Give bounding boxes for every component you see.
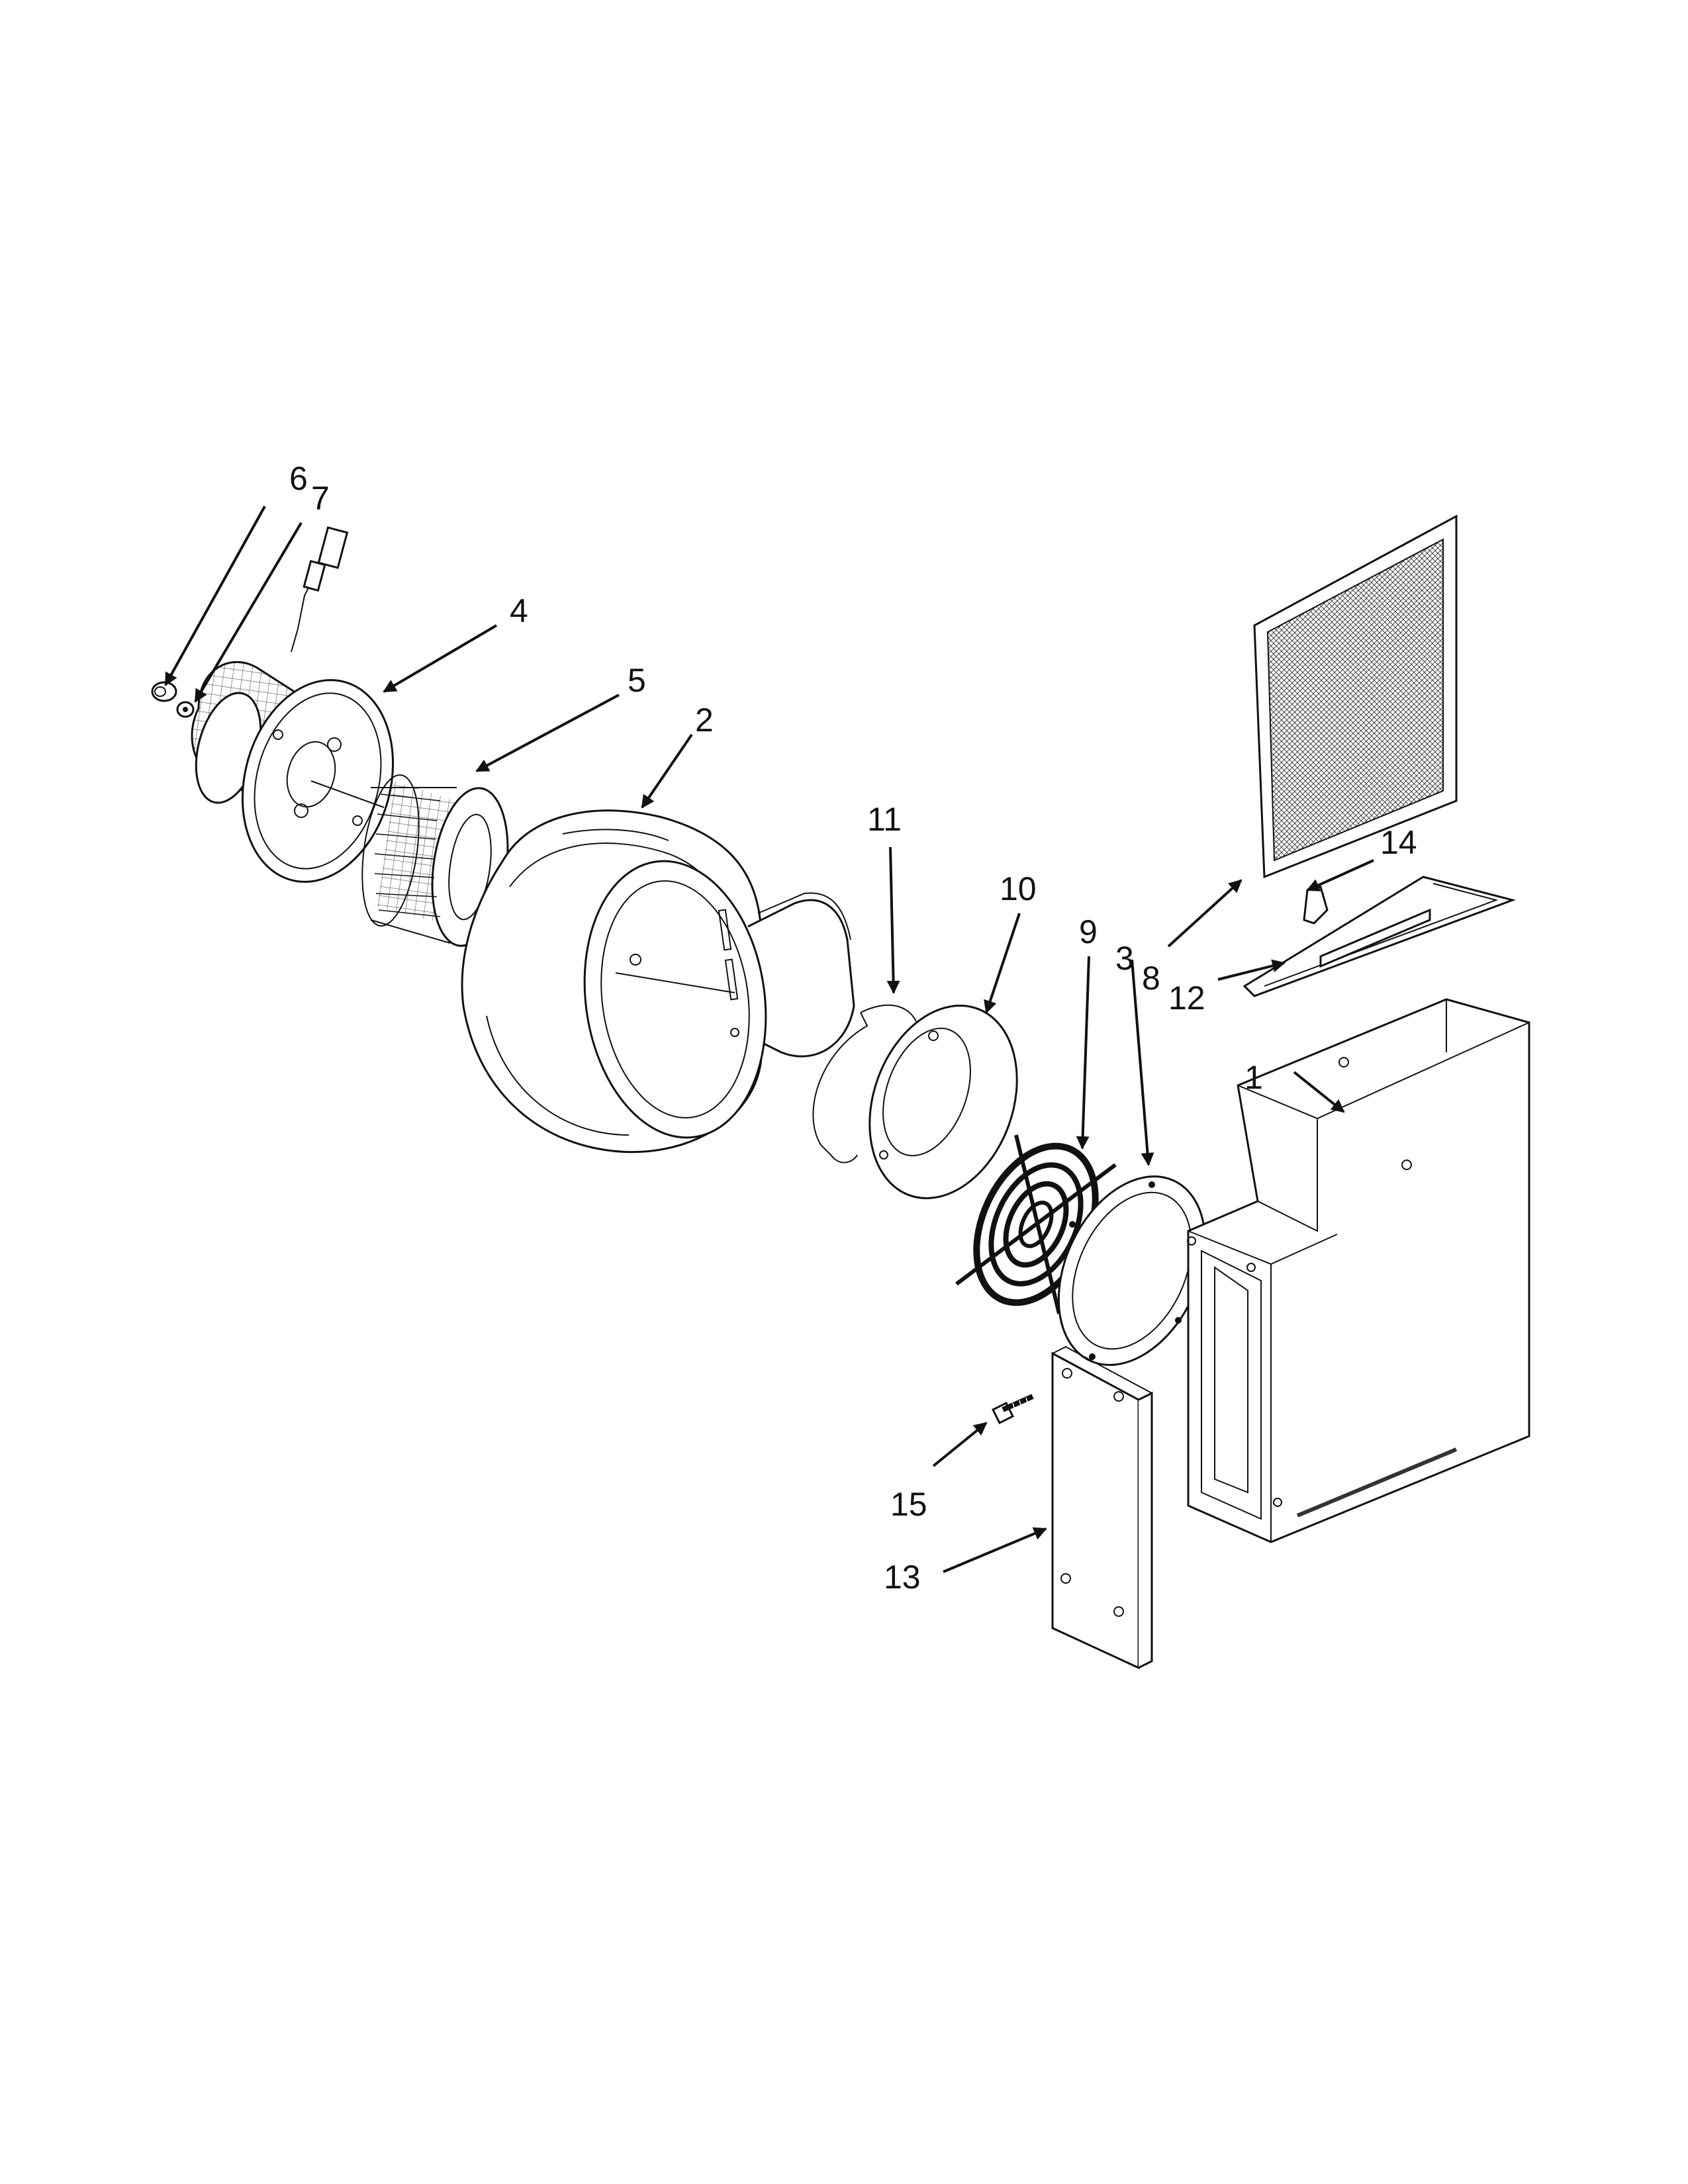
part-6-nut xyxy=(151,681,177,702)
part-14-clip xyxy=(1303,886,1329,925)
callout-11: 11 xyxy=(867,801,902,838)
callout-12: 12 xyxy=(1168,979,1205,1017)
callout-4: 4 xyxy=(510,592,528,629)
leader-lines xyxy=(164,506,1374,1573)
callout-3: 3 xyxy=(1115,940,1134,977)
part-13-cover-plate xyxy=(1051,1345,1153,1670)
part-7-washer xyxy=(176,701,195,718)
part-15-screw xyxy=(991,1394,1034,1425)
part-10-inlet-ring xyxy=(868,1005,1018,1199)
callout-9: 9 xyxy=(1079,913,1098,950)
callout-labels: 6 7 4 5 2 11 10 9 3 8 14 12 1 15 13 xyxy=(289,460,1417,1596)
callout-13: 13 xyxy=(884,1559,921,1596)
callout-1: 1 xyxy=(1244,1059,1263,1096)
callout-15: 15 xyxy=(890,1486,927,1523)
callout-8: 8 xyxy=(1142,960,1160,997)
part-12-filter-channels xyxy=(1243,876,1516,997)
callout-7: 7 xyxy=(311,480,330,517)
callout-6: 6 xyxy=(289,460,308,497)
callout-5: 5 xyxy=(628,662,646,699)
callout-2: 2 xyxy=(695,702,714,739)
part-1-duct-box xyxy=(1187,998,1530,1543)
part-2-blower-housing xyxy=(461,809,855,1154)
callout-14: 14 xyxy=(1380,824,1417,861)
part-4-motor xyxy=(191,526,395,883)
callout-10: 10 xyxy=(1000,870,1037,907)
part-8-filter xyxy=(1253,514,1458,879)
